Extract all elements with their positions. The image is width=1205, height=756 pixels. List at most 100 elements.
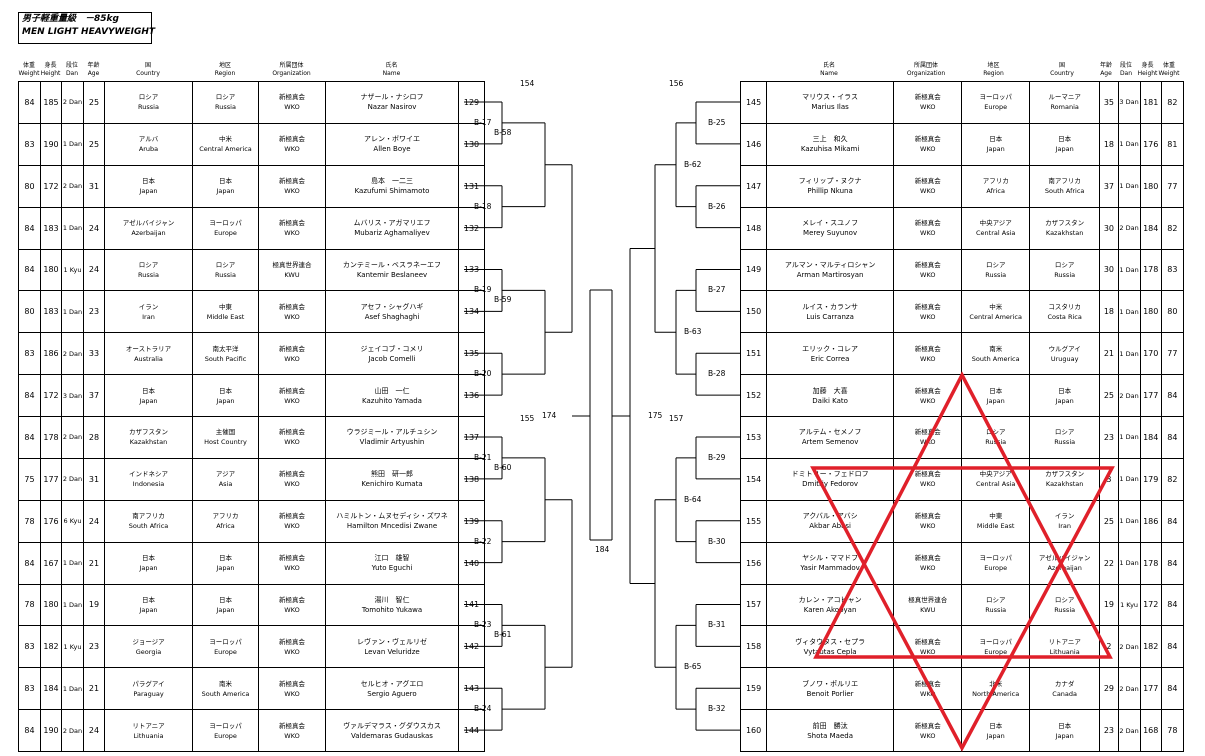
column-header-jp: 氏名 <box>385 62 398 69</box>
bracket-match-label: 157 <box>669 413 684 423</box>
name-en: Levan Veluridze <box>364 647 420 656</box>
entry-number-cell: 146 <box>739 122 768 166</box>
region-en: Europe <box>214 731 237 740</box>
bracket-match-label: B-32 <box>708 704 726 714</box>
organization-en: WKO <box>284 103 300 112</box>
organization-en: WKO <box>920 103 936 112</box>
column-header-jp: 地区 <box>218 62 231 69</box>
region-jp: アフリカ <box>212 512 239 521</box>
entry-number-cell: 160 <box>739 709 768 752</box>
country-en: Japan <box>139 564 158 573</box>
name-jp: マリウス・イラス <box>802 93 859 102</box>
region-jp: ヨーロッパ <box>209 721 242 730</box>
country-en: Indonesia <box>132 480 165 489</box>
column-header-jp: 所属団体 <box>279 62 304 69</box>
country-jp: アルバ <box>138 135 159 144</box>
name-jp: 熊田 研一郎 <box>371 470 413 479</box>
region-en: Middle East <box>206 312 245 321</box>
column-header-jp: 体重 <box>22 62 35 69</box>
country-jp: 南アフリカ <box>132 512 165 521</box>
column-header-en: Height <box>1137 70 1158 77</box>
region-jp: 日本 <box>989 135 1003 144</box>
organization-en: WKO <box>920 270 936 279</box>
organization-jp: 新極真会 <box>279 470 305 479</box>
bracket-match-label: B-26 <box>708 201 726 211</box>
organization-en: WKO <box>920 229 936 238</box>
column-header-en: Region <box>214 70 236 77</box>
organization-en: WKO <box>920 145 936 154</box>
name-jp: アルマン・マルティロシャン <box>784 260 876 269</box>
region-en: South Pacific <box>204 354 247 363</box>
region-en: Central America <box>969 312 1022 321</box>
name-jp: ムバリス・アガマリエフ <box>353 219 431 228</box>
country-en: Costa Rica <box>1047 312 1082 321</box>
name-en: Mubariz Aghamaliyev <box>354 229 430 238</box>
organization-jp: 新極真会 <box>279 554 305 563</box>
organization-en: WKO <box>920 187 936 196</box>
name-en: Jacob Comelli <box>368 354 416 363</box>
column-header-jp: 身長 <box>44 62 57 69</box>
region-jp: 南米 <box>219 679 232 688</box>
name-jp: エリック・コレア <box>802 344 859 353</box>
region-en: Host Country <box>204 438 247 447</box>
region-jp: ヨーロッパ <box>979 93 1012 102</box>
bracket-match-label: B-28 <box>708 369 726 379</box>
bracket-semifinal-label: 174 <box>542 411 557 420</box>
country-en: Japan <box>1055 145 1074 154</box>
weight-cell: 84 <box>1160 667 1185 711</box>
entry-number-cell: 151 <box>739 332 768 376</box>
bracket-match-label: B-63 <box>684 327 702 337</box>
column-header-jp: 段位 <box>1119 62 1132 69</box>
entry-number-cell: 156 <box>739 541 768 585</box>
organization-jp: 新極真会 <box>279 344 305 353</box>
organization-en: WKO <box>920 312 936 321</box>
country-en: Russia <box>138 103 159 112</box>
region-jp: ヨーロッパ <box>209 219 242 228</box>
country-en: Japan <box>139 187 158 196</box>
country-jp: インドネシア <box>129 470 168 479</box>
country-en: Australia <box>134 354 163 363</box>
column-header-en: Organization <box>272 70 311 77</box>
column-header-en: Age <box>87 70 100 77</box>
country-en: Iran <box>142 312 155 321</box>
entry-number-cell: 154 <box>739 457 768 501</box>
region-jp: ロシア <box>985 260 1006 269</box>
region-en: Russia <box>215 270 236 279</box>
weight-cell: 80 <box>1160 290 1185 334</box>
column-header-en: Dan <box>65 70 79 77</box>
entry-number-cell: 158 <box>739 625 768 669</box>
